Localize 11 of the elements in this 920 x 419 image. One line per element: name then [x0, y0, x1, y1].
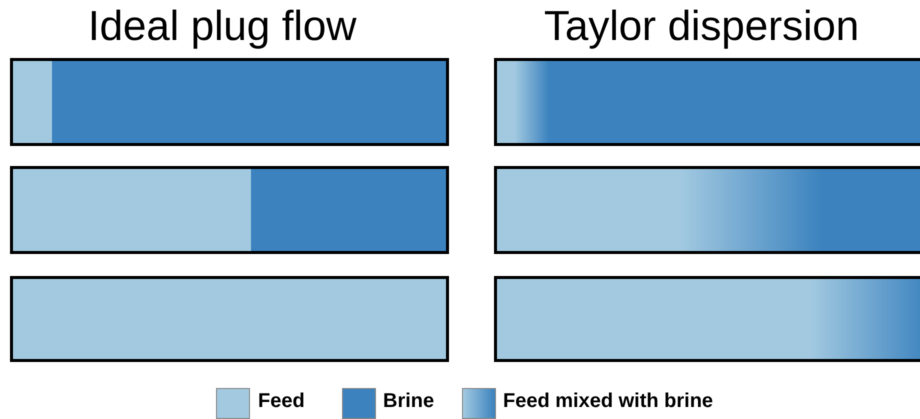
panel-heading: Ideal plug flow [88, 2, 357, 50]
plug-flow-bar [10, 276, 449, 362]
dispersion-bar [494, 58, 920, 146]
dispersion-bar [494, 166, 920, 254]
legend-label: Feed [258, 390, 305, 413]
plug-flow-bar [10, 58, 449, 146]
plug-flow-bar [10, 166, 449, 254]
dispersion-bar [494, 276, 920, 362]
legend-label: Brine [383, 390, 434, 413]
legend-label: Feed mixed with brine [503, 390, 714, 413]
panel-heading: Taylor dispersion [544, 2, 860, 50]
